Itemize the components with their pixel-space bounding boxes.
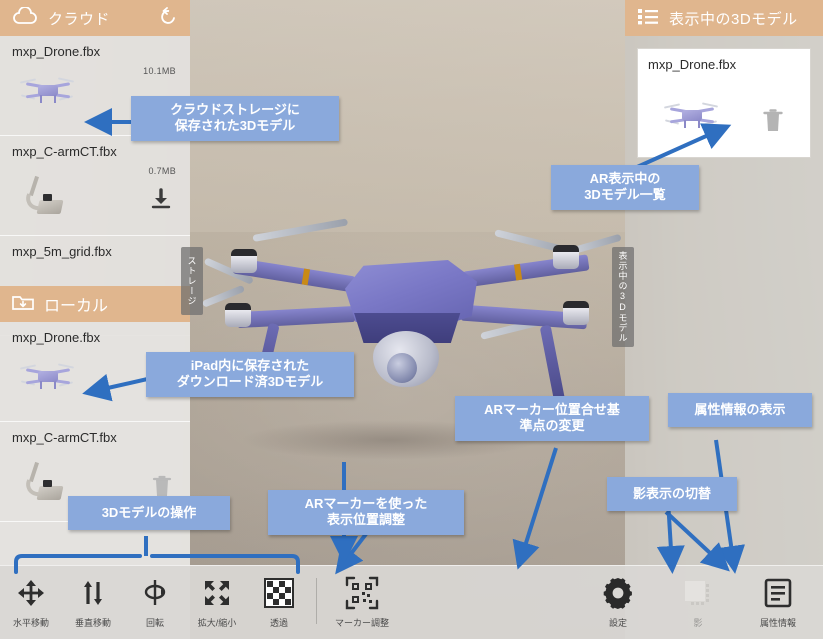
callout-attribute-info: 属性情報の表示	[668, 393, 812, 428]
callout-text: クラウドストレージに保存された3Dモデル	[170, 102, 300, 134]
file-name: mxp_C-armCT.fbx	[12, 144, 117, 159]
move-vertical-icon	[77, 574, 109, 612]
file-name: mxp_C-armCT.fbx	[12, 430, 117, 445]
cloud-panel-title: クラウド	[48, 10, 111, 28]
drone-motor	[231, 249, 257, 273]
tool-settings[interactable]: 設定	[587, 566, 649, 639]
propeller-blade	[252, 218, 349, 242]
model-thumbnail	[18, 172, 78, 216]
drone-arm	[236, 305, 356, 329]
tool-attribute-info[interactable]: 属性情報	[747, 566, 809, 639]
shadow-icon	[682, 574, 714, 612]
tool-scale[interactable]: 拡大/縮小	[186, 566, 248, 639]
download-icon[interactable]	[150, 188, 172, 215]
tool-marker-adjust[interactable]: マーカー調整	[323, 566, 401, 639]
tool-rotate[interactable]: 回転	[124, 566, 186, 639]
tool-label: 回転	[145, 618, 164, 628]
ar-panel-header: 表示中の3Dモデル	[625, 0, 823, 36]
drone-motor	[553, 245, 579, 269]
file-name: mxp_Drone.fbx	[12, 44, 101, 59]
tool-label: 拡大/縮小	[197, 618, 237, 628]
file-name: mxp_Drone.fbx	[648, 57, 737, 72]
file-name: mxp_5m_grid.fbx	[12, 244, 112, 259]
tool-label: 水平移動	[12, 618, 49, 628]
trash-icon[interactable]	[152, 474, 172, 503]
callout-text: ARマーカー位置合せ基準点の変更	[484, 402, 620, 434]
rotate-icon	[139, 574, 171, 612]
document-lines-icon	[763, 574, 793, 612]
callout-text: iPad内に保存されたダウンロード済3Dモデル	[176, 358, 324, 390]
bottom-toolbar: 水平移動 垂直移動 回転 拡大/縮小	[0, 565, 823, 639]
callout-model-operations: 3Dモデルの操作	[68, 496, 230, 531]
tool-horizontal-move[interactable]: 水平移動	[0, 566, 62, 639]
model-thumbnail	[18, 72, 78, 116]
tool-label: 垂直移動	[74, 618, 111, 628]
folder-download-icon	[12, 293, 34, 316]
tool-label: 設定	[608, 618, 627, 628]
callout-cloud-storage: クラウドストレージに保存された3Dモデル	[131, 96, 339, 141]
file-size: 0.7MB	[148, 166, 176, 176]
callout-ar-marker-origin: ARマーカー位置合せ基準点の変更	[455, 396, 649, 441]
callout-text: 属性情報の表示	[694, 402, 786, 417]
list-item[interactable]: mxp_C-armCT.fbx 0.7MB	[0, 136, 190, 236]
list-item[interactable]: mxp_Drone.fbx	[0, 322, 190, 422]
model-thumbnail	[662, 97, 722, 141]
callout-shadow-toggle: 影表示の切替	[607, 477, 737, 512]
file-size: 10.1MB	[143, 66, 176, 76]
model-thumbnail	[18, 358, 78, 402]
callout-text: ARマーカーを使った表示位置調整	[304, 496, 428, 528]
scale-icon	[201, 574, 233, 612]
tool-label: 属性情報	[759, 618, 796, 628]
move-horizontal-icon	[15, 574, 47, 612]
drone-camera-lens	[387, 353, 417, 383]
tool-label: 透過	[269, 618, 288, 628]
drone-3d-model[interactable]	[195, 205, 622, 445]
storage-tab[interactable]: ストレージ	[181, 247, 203, 315]
cloud-icon	[12, 5, 38, 30]
local-panel-title: ローカル	[44, 298, 109, 315]
callout-local-models: iPad内に保存されたダウンロード済3Dモデル	[146, 352, 354, 397]
drone-motor	[563, 301, 589, 325]
tool-transparency[interactable]: 透過	[248, 566, 310, 639]
tool-vertical-move[interactable]: 垂直移動	[62, 566, 124, 639]
ar-models-tab[interactable]: 表示中の3Dモデル	[612, 247, 634, 347]
drone-leg	[539, 324, 566, 404]
qr-marker-icon	[345, 574, 379, 612]
file-name: mxp_Drone.fbx	[12, 330, 101, 345]
local-panel-header: ローカル	[0, 286, 190, 322]
model-thumbnail	[18, 458, 78, 502]
callout-marker-position: ARマーカーを使った表示位置調整	[268, 490, 464, 535]
toolbar-divider	[316, 578, 317, 624]
list-icon	[637, 7, 659, 30]
ar-model-list[interactable]: mxp_Drone.fbx	[625, 36, 823, 639]
transparency-checker-icon	[264, 574, 294, 612]
gear-icon	[601, 574, 635, 612]
callout-text: 影表示の切替	[632, 486, 711, 501]
refresh-icon[interactable]	[158, 6, 178, 30]
tool-shadow[interactable]: 影	[667, 566, 729, 639]
trash-icon[interactable]	[762, 107, 784, 138]
ar-models-panel: 表示中の3Dモデル mxp_Drone.fbx	[625, 0, 823, 639]
tool-label: マーカー調整	[334, 618, 389, 628]
tool-label: 影	[693, 618, 703, 628]
drone-motor	[225, 303, 251, 327]
list-item[interactable]: mxp_Drone.fbx	[637, 48, 811, 158]
callout-text: 3Dモデルの操作	[101, 505, 197, 520]
cloud-panel-header: クラウド	[0, 0, 190, 36]
ar-panel-title: 表示中の3Dモデル	[669, 10, 798, 28]
